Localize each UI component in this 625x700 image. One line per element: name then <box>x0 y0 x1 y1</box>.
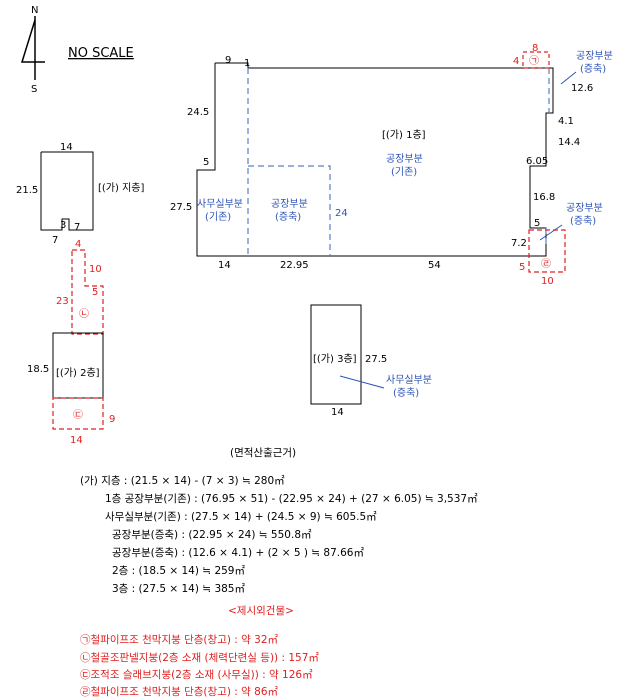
excluded-d-marker: ㉣ <box>541 258 551 270</box>
calc-line-ff-factory-existing: 1층 공장부분(기존) : (76.95 × 51) - (22.95 × 24… <box>105 493 478 505</box>
factory-extension-outline <box>248 165 331 256</box>
excluded-building-c-outline <box>52 397 104 430</box>
zone-ne-extension-line1: 공장부분 <box>576 50 613 62</box>
second-floor-dim-left: 18.5 <box>27 364 49 375</box>
calc-line-office-existing: 사무실부분(기존) : (27.5 × 14) + (24.5 × 9) ≒ 6… <box>105 511 377 523</box>
third-floor-outline <box>310 304 362 405</box>
zone-office-existing-line1: 사무실부분 <box>197 198 243 210</box>
floor-plan-drawing: N S NO SCALE 14 21.5 3 7 7 [(가) 지층] 4 10… <box>16 5 613 446</box>
scale-note: NO SCALE <box>68 46 134 61</box>
zone-third-office-line2: (증축) <box>393 387 419 399</box>
calc-line-factory-extension-2: 공장부분(증축) : (12.6 × 4.1) + (2 × 5 ) ≒ 87.… <box>112 547 364 559</box>
third-floor-leader-line <box>339 375 385 389</box>
ff-dim-right-3: 14.4 <box>558 137 580 148</box>
basement-outline <box>40 151 94 231</box>
calc-title: (면적산출근거) <box>230 447 297 459</box>
second-floor-label: [(가) 2층] <box>56 367 100 379</box>
excluded-line-a: ㉠철파이프조 천막지붕 단층(창고) : 약 32㎡ <box>80 634 279 646</box>
north-label: N <box>31 5 38 16</box>
zone-third-office-line1: 사무실부분 <box>386 374 432 386</box>
zone-factory-extension-line2: (증축) <box>275 211 301 223</box>
excluded-c-dim-bottom: 14 <box>70 435 83 446</box>
ff-dim-bottom-2: 22.95 <box>280 260 309 271</box>
basement-dim-notch-w: 3 <box>60 220 66 231</box>
zone-office-existing-line2: (기존) <box>205 211 231 223</box>
ff-dim-right-step: 6.05 <box>526 156 548 167</box>
zone-se-extension-line2: (증축) <box>570 215 596 227</box>
ff-dim-top-left: 9 <box>225 55 231 66</box>
se-leader-line <box>539 224 563 241</box>
ff-dim-right-notch-h: 7.2 <box>511 238 527 249</box>
basement-dim-bottom: 7 <box>52 235 58 246</box>
excluded-buildings-title: <제시외건물> <box>228 605 294 617</box>
excluded-building-b-outline <box>71 249 104 335</box>
excluded-line-d: ㉣철파이프조 천막지붕 단층(창고) : 약 86㎡ <box>80 686 279 698</box>
excluded-d-dim-bottom: 10 <box>541 276 554 287</box>
ff-dim-left-lower: 27.5 <box>170 202 192 213</box>
excluded-d-dim-left: 5 <box>519 262 525 273</box>
excluded-c-dim-right: 9 <box>109 414 115 425</box>
basement-dim-notch-h: 7 <box>74 222 80 233</box>
zone-ne-extension-line2: (증축) <box>580 63 606 75</box>
excluded-b-dim-right-lower: 5 <box>92 287 98 298</box>
excluded-b-marker: ㉡ <box>79 308 89 320</box>
excluded-b-dim-right-upper: 10 <box>89 264 102 275</box>
excluded-b-dim-top: 4 <box>75 239 81 250</box>
ff-dim-right-notch: 5 <box>534 218 540 229</box>
ff-dim-left-upper: 24.5 <box>187 107 209 118</box>
south-label: S <box>31 84 37 95</box>
ff-dim-right-2: 4.1 <box>558 116 574 127</box>
ff-dim-bottom-1: 14 <box>218 260 231 271</box>
second-floor-outline <box>52 332 104 399</box>
ff-dim-top-right: 1 <box>244 58 250 69</box>
excluded-c-marker: ㉢ <box>73 409 83 421</box>
zone-factory-extension-line1: 공장부분 <box>271 198 308 210</box>
third-floor-label: [(가) 3층] <box>313 353 357 365</box>
calc-line-factory-extension: 공장부분(증축) : (22.95 × 24) ≒ 550.8㎡ <box>112 529 312 541</box>
ff-dim-bottom-3: 54 <box>428 260 441 271</box>
ff-dim-mid-24: 24 <box>335 208 348 219</box>
basement-label: [(가) 지층] <box>98 182 144 194</box>
third-floor-dim-bottom: 14 <box>331 407 344 418</box>
basement-dim-left: 21.5 <box>16 185 38 196</box>
first-floor-outline <box>196 62 554 257</box>
zone-factory-existing-line1: 공장부분 <box>386 153 423 165</box>
excluded-building-d-outline <box>528 229 566 273</box>
calc-line-basement: (가) 지층 : (21.5 × 14) - (7 × 3) ≒ 280㎡ <box>80 475 285 487</box>
excluded-line-b: ㉡철골조판넬지붕(2층 소재 (체력단련실 등)) : 157㎡ <box>80 652 319 664</box>
north-arrow-icon <box>20 16 45 80</box>
ff-dim-right-4: 16.8 <box>533 192 555 203</box>
ne-leader-line <box>560 71 577 85</box>
excluded-line-c: ㉢조적조 슬래브지붕(2층 소재 (사무실)) : 약 126㎡ <box>80 669 313 681</box>
calc-line-third-floor: 3층 : (27.5 × 14) ≒ 385㎡ <box>112 583 245 595</box>
excluded-a-dim-left: 4 <box>513 56 519 67</box>
excluded-a-dim-top: 8 <box>532 43 538 54</box>
zone-factory-existing-line2: (기존) <box>391 166 417 178</box>
excluded-a-marker: ㉠ <box>529 55 539 67</box>
basement-dim-top: 14 <box>60 142 73 153</box>
zone-se-extension-line1: 공장부분 <box>566 202 603 214</box>
ff-dim-right-1: 12.6 <box>571 83 593 94</box>
excluded-b-dim-left: 23 <box>56 296 69 307</box>
calc-line-second-floor: 2층 : (18.5 × 14) ≒ 259㎡ <box>112 565 245 577</box>
first-floor-label: [(가) 1층] <box>382 129 426 141</box>
third-floor-dim-right: 27.5 <box>365 354 387 365</box>
ff-dim-left-step: 5 <box>203 157 209 168</box>
